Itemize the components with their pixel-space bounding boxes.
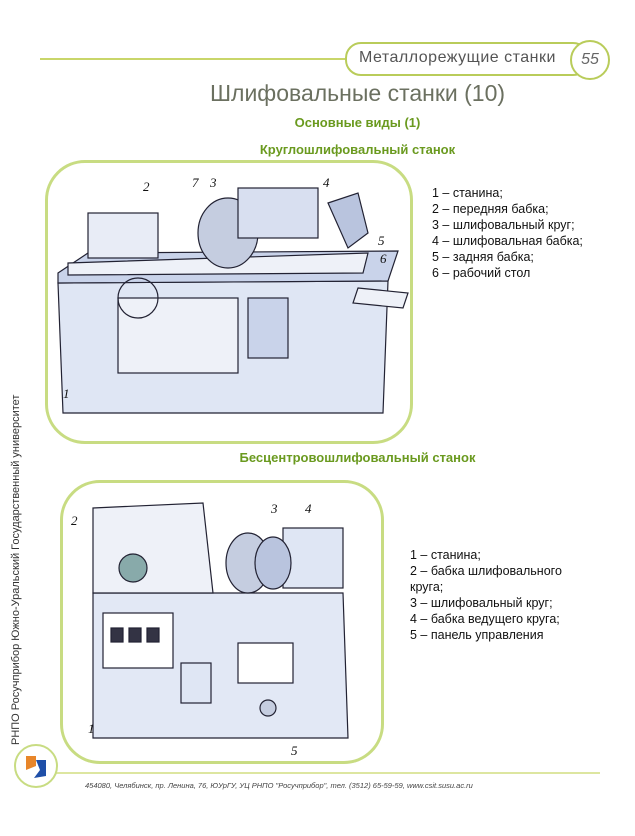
page-title: Шлифовальные станки (10) [209,80,506,106]
legend-item: 3 – шлифовальный круг; [432,218,575,232]
subtitle: Основные виды (1) [294,115,421,130]
legend-item: 4 – бабка ведущего круга; [410,612,560,626]
legend-item: 1 – станина; [410,548,481,562]
callout-3: 3 [270,501,278,516]
header-line [40,58,570,60]
legend-item: 5 – задняя бабка; [432,250,534,264]
legend-item: 2 – передняя бабка; [432,202,549,216]
callout-1: 1 [88,721,95,736]
legend-item: 5 – панель управления [410,628,544,642]
callout-1: 1 [63,386,70,401]
machine2-heading: Бесцентровошлифовальный станок [239,450,476,465]
legend-item: 3 – шлифовальный круг; [410,596,553,610]
section-label: Металлорежущие станки [345,42,589,76]
machine1-frame: 2 7 3 4 5 6 1 [45,160,413,444]
callout-4: 4 [323,175,330,190]
legend-item: 4 – шлифовальная бабка; [432,234,583,248]
legend-item: 1 – станина; [432,186,503,200]
centerless-grinder-illustration: 2 3 4 1 5 [71,501,349,758]
page-number: 55 [570,40,610,80]
callout-6: 6 [380,251,387,266]
footer-address: 454080, Челябинск, пр. Ленина, 76, ЮУрГУ… [85,781,473,790]
callout-2: 2 [71,513,78,528]
legend-item: круга; [410,580,444,594]
machine2-frame: 2 3 4 1 5 [60,480,384,764]
callout-4: 4 [305,501,312,516]
callout-5: 5 [291,743,298,758]
machine1-legend: 1 – станина; 2 – передняя бабка; 3 – шли… [432,185,583,281]
machine1-heading: Круглошлифовальный станок [259,142,456,157]
callout-5: 5 [378,233,385,248]
sidebar-text: РНПО Росучприбор Южно-Уральский Государс… [10,394,22,745]
section-title: Металлорежущие станки [359,49,556,66]
logo-icon [26,756,46,778]
machine2-legend: 1 – станина; 2 – бабка шлифовального кру… [410,547,562,643]
callout-7: 7 [192,175,199,190]
footer-line [40,772,600,774]
publisher-logo [14,744,58,788]
legend-item: 2 – бабка шлифовального [410,564,562,578]
callout-3: 3 [209,175,217,190]
legend-item: 6 – рабочий стол [432,266,531,280]
callout-2: 2 [143,179,150,194]
cylindrical-grinder-illustration: 2 7 3 4 5 6 1 [57,175,409,414]
